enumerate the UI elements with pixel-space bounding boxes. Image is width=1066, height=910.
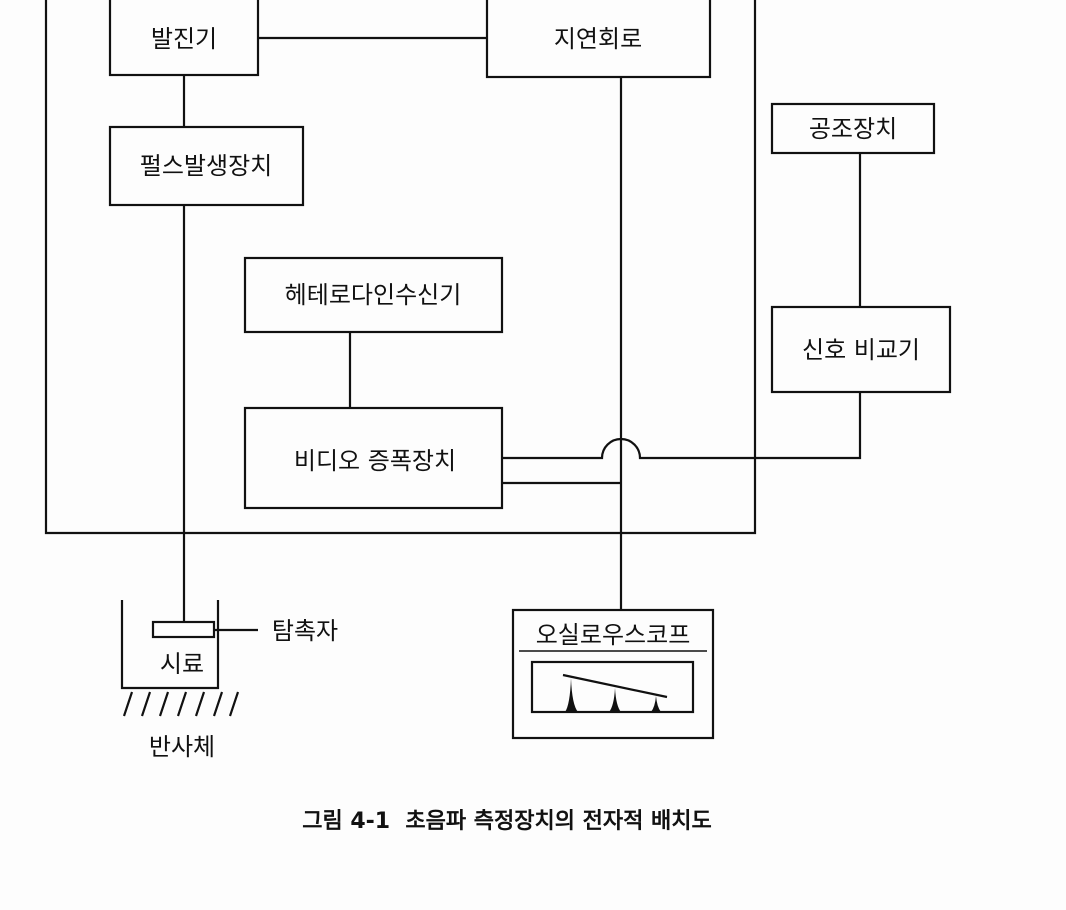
video-amplifier-label: 비디오 증폭장치	[294, 447, 456, 475]
connector-line	[502, 392, 862, 460]
oscilloscope-label: 오실로우스코프	[536, 621, 691, 649]
delay-circuit-label: 지연회로	[554, 25, 642, 53]
pulse-generator-block: 펄스발생장치	[108, 125, 305, 207]
signal-comparator-label: 신호 비교기	[802, 336, 920, 364]
video-amplifier-block: 비디오 증폭장치	[243, 406, 504, 510]
probe-label: 탐촉자	[272, 617, 338, 645]
outer-enclosure	[44, 0, 757, 535]
pulse-generator-label: 펄스발생장치	[140, 152, 272, 180]
heterodyne-receiver-label: 헤테로다인수신기	[285, 281, 462, 309]
oscillator-label: 발진기	[151, 25, 217, 53]
oscilloscope-block: 오실로우스코프	[511, 608, 715, 740]
echo-waveform	[562, 673, 668, 712]
reflector-hatching	[122, 691, 240, 717]
heterodyne-receiver-block: 헤테로다인수신기	[243, 256, 504, 334]
probe-transducer	[151, 620, 216, 639]
air-conditioner-block: 공조장치	[770, 102, 936, 155]
oscilloscope-screen	[530, 660, 695, 714]
reflector-label: 반사체	[149, 733, 215, 761]
delay-circuit-block: 지연회로	[485, 0, 712, 79]
air-conditioner-label: 공조장치	[809, 115, 897, 143]
oscillator-block: 발진기	[108, 0, 260, 77]
sample-tank: 탐촉자 시료 반사체	[120, 600, 338, 761]
sample-label: 시료	[160, 650, 204, 678]
signal-comparator-block: 신호 비교기	[770, 305, 952, 394]
figure-caption: 그림 4-1 초음파 측정장치의 전자적 배치도	[302, 809, 712, 834]
